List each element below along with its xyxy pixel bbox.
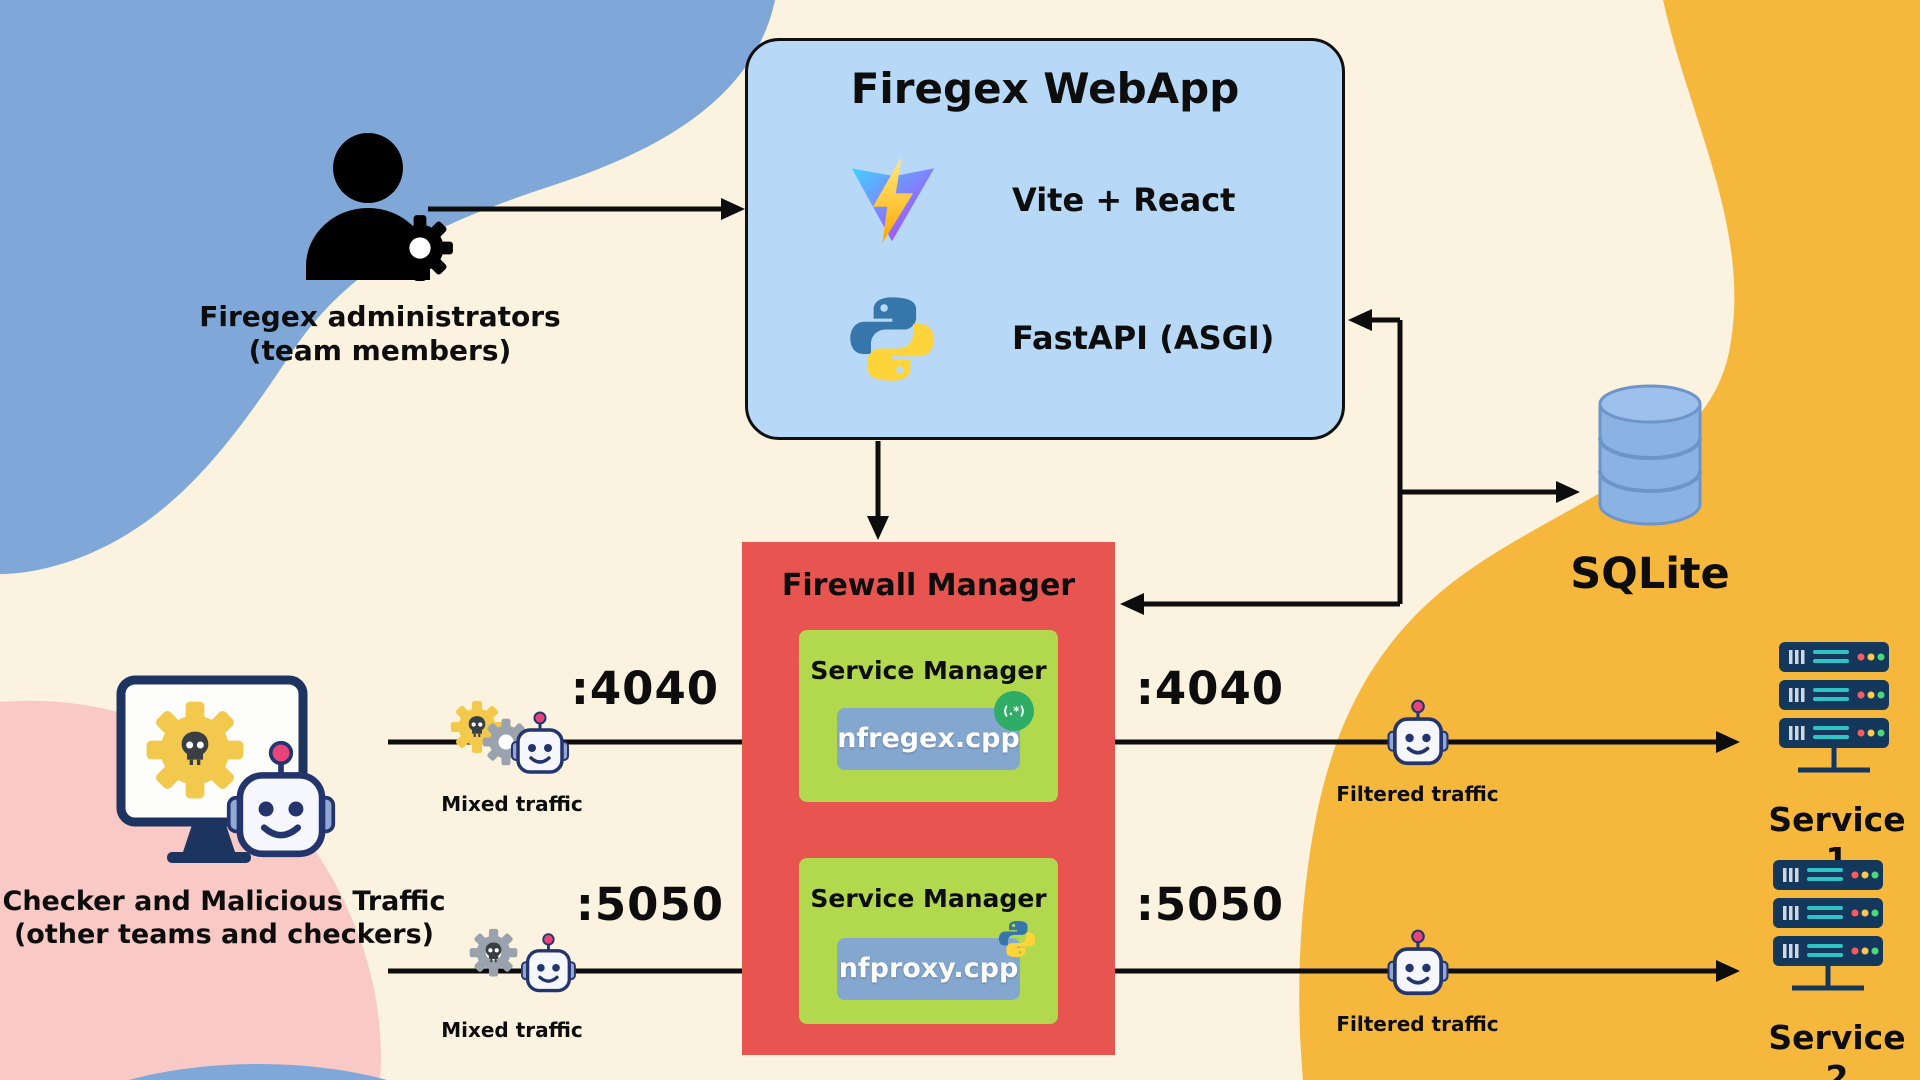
- nfregex-file-label: nfregex.cpp: [837, 722, 1020, 754]
- port-in-label-5050: :5050: [575, 878, 725, 931]
- mixed-traffic-label: Mixed traffic: [441, 792, 583, 816]
- webapp-title: Firegex WebApp: [850, 64, 1240, 113]
- service-1-servers-icon: [1779, 642, 1889, 773]
- checker-label-line1: Checker and Malicious Traffic: [2, 886, 446, 917]
- python-badge-icon: [997, 919, 1037, 959]
- service-manager-nfproxy-box: Service Manager nfproxy.cpp: [799, 858, 1058, 1024]
- filtered-traffic-label: Filtered traffic: [1336, 782, 1499, 806]
- sqlite-label: SQLite: [1570, 549, 1730, 599]
- port-out-label-5050: :5050: [1135, 878, 1285, 931]
- orange-blob: [1299, 0, 1920, 1080]
- service-manager-title: Service Manager: [810, 884, 1047, 913]
- blue-bottom-blob: [129, 1064, 387, 1080]
- service-2-label: Service 2: [1768, 1018, 1906, 1080]
- regex-badge-text: (.*): [1003, 704, 1025, 718]
- python-icon: [846, 293, 938, 385]
- nfproxy-file-label: nfproxy.cpp: [838, 952, 1019, 984]
- checker-label: Checker and Malicious Traffic (other tea…: [0, 886, 448, 952]
- webapp-stack-row-vite: Vite + React: [846, 151, 1316, 251]
- filtered-traffic-robot-icon: [1386, 698, 1450, 778]
- nfregex-file-box: nfregex.cpp (.*): [837, 691, 1034, 770]
- mixed-traffic-icon: [469, 928, 577, 993]
- service-manager-title: Service Manager: [810, 656, 1047, 685]
- checker-label-line2: (other teams and checkers): [13, 918, 435, 950]
- admin-label-line1: Firegex administrators: [199, 300, 561, 333]
- firewall-manager-title: Firewall Manager: [781, 568, 1076, 603]
- filtered-traffic-label: Filtered traffic: [1336, 1012, 1499, 1036]
- blue-blob: [0, 0, 775, 574]
- checker-malicious-traffic-icon: [116, 675, 363, 863]
- admin-label: Firegex administrators (team members): [170, 300, 590, 368]
- nfproxy-file-box: nfproxy.cpp: [837, 938, 1020, 1000]
- port-in-label-4040: :4040: [570, 662, 720, 715]
- admin-person-icon: [306, 133, 453, 281]
- sqlite-database-icon: [1598, 384, 1702, 526]
- service-2-servers-icon: [1773, 860, 1883, 991]
- service-manager-nfregex-box: Service Manager nfregex.cpp (.*): [799, 630, 1058, 802]
- port-out-label-4040: :4040: [1135, 662, 1285, 715]
- mixed-traffic-label: Mixed traffic: [441, 1018, 583, 1042]
- vite-react-label: Vite + React: [1012, 181, 1236, 220]
- admin-label-line2: (team members): [248, 334, 512, 368]
- webapp-stack-row-fastapi: FastAPI (ASGI): [846, 289, 1316, 389]
- vite-icon: [846, 155, 938, 247]
- fastapi-label: FastAPI (ASGI): [1012, 319, 1275, 358]
- firewall-manager-box: Firewall Manager Service Manager nfregex…: [742, 542, 1115, 1055]
- pink-blob: [0, 700, 381, 1080]
- mixed-traffic-icon: [450, 700, 570, 774]
- webapp-box: Firegex WebApp Vite + React FastAPI (ASG…: [745, 38, 1345, 440]
- filtered-traffic-robot-icon: [1386, 928, 1450, 1008]
- regex-badge-icon: (.*): [994, 691, 1034, 731]
- service-1-label: Service 1: [1768, 800, 1906, 880]
